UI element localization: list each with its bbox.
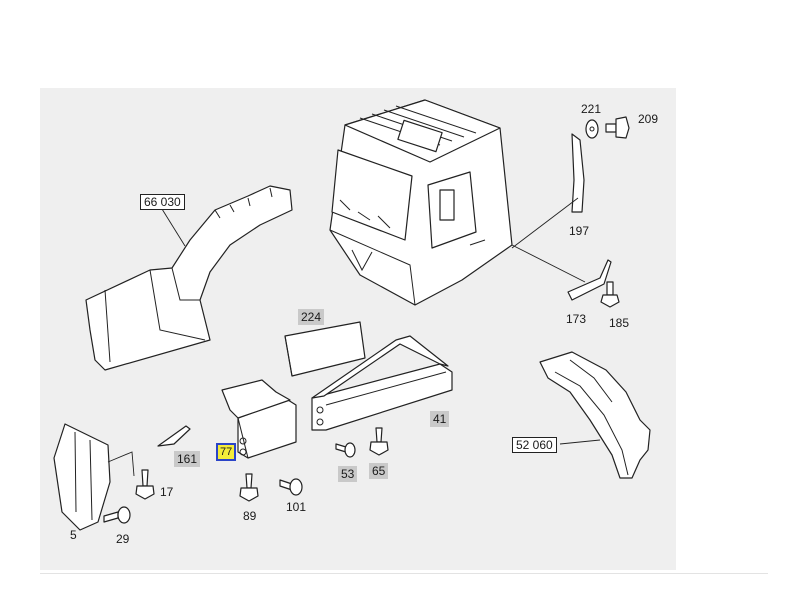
wedge-161-part[interactable] [157, 425, 191, 447]
truck-cab-part[interactable] [329, 99, 513, 306]
leader-cab-bracket [511, 244, 586, 283]
wheel-arch-52060-part[interactable] [539, 351, 651, 479]
bolt-209-part[interactable] [605, 116, 630, 139]
mud-flap-5-part[interactable] [53, 423, 111, 531]
callout-5[interactable]: 5 [70, 528, 77, 542]
corner-trim-77-part[interactable] [221, 379, 297, 459]
leader-66030 [161, 208, 186, 247]
leader-cab-handle [511, 197, 579, 249]
washer-221-part[interactable] [585, 119, 599, 139]
callout-209[interactable]: 209 [638, 112, 659, 126]
side-trim-41-part[interactable] [311, 335, 453, 431]
screw-101-part[interactable] [279, 478, 303, 496]
callout-29[interactable]: 29 [116, 532, 130, 546]
bottom-divider [40, 573, 768, 574]
callout-66030[interactable]: 66 030 [140, 194, 185, 210]
callout-224[interactable]: 224 [298, 309, 325, 325]
step-bracket-part[interactable] [567, 259, 612, 301]
callout-197[interactable]: 197 [569, 224, 590, 238]
screw-17-part[interactable] [135, 469, 155, 500]
callout-89[interactable]: 89 [243, 509, 257, 523]
callout-52060[interactable]: 52 060 [512, 437, 557, 453]
screw-89-part[interactable] [239, 473, 259, 502]
callout-185[interactable]: 185 [609, 316, 630, 330]
callout-41[interactable]: 41 [430, 411, 450, 427]
screw-53-part[interactable] [335, 442, 356, 458]
callout-161[interactable]: 161 [174, 451, 201, 467]
callout-221[interactable]: 221 [581, 102, 602, 116]
callout-101[interactable]: 101 [286, 500, 307, 514]
leader-17 [107, 451, 135, 477]
fender-panel-part[interactable] [85, 185, 293, 371]
callout-77-highlighted[interactable]: 77 [216, 443, 237, 461]
screw-29-part[interactable] [103, 506, 131, 524]
callout-65[interactable]: 65 [369, 463, 389, 479]
callout-53[interactable]: 53 [338, 466, 358, 482]
callout-173[interactable]: 173 [566, 312, 587, 326]
screw-65-part[interactable] [369, 427, 389, 456]
bolt-185-part[interactable] [600, 281, 620, 308]
callout-17[interactable]: 17 [160, 485, 174, 499]
panel-224-part[interactable] [284, 321, 366, 377]
leader-52060 [559, 439, 601, 445]
grab-handle-part[interactable] [571, 133, 585, 213]
